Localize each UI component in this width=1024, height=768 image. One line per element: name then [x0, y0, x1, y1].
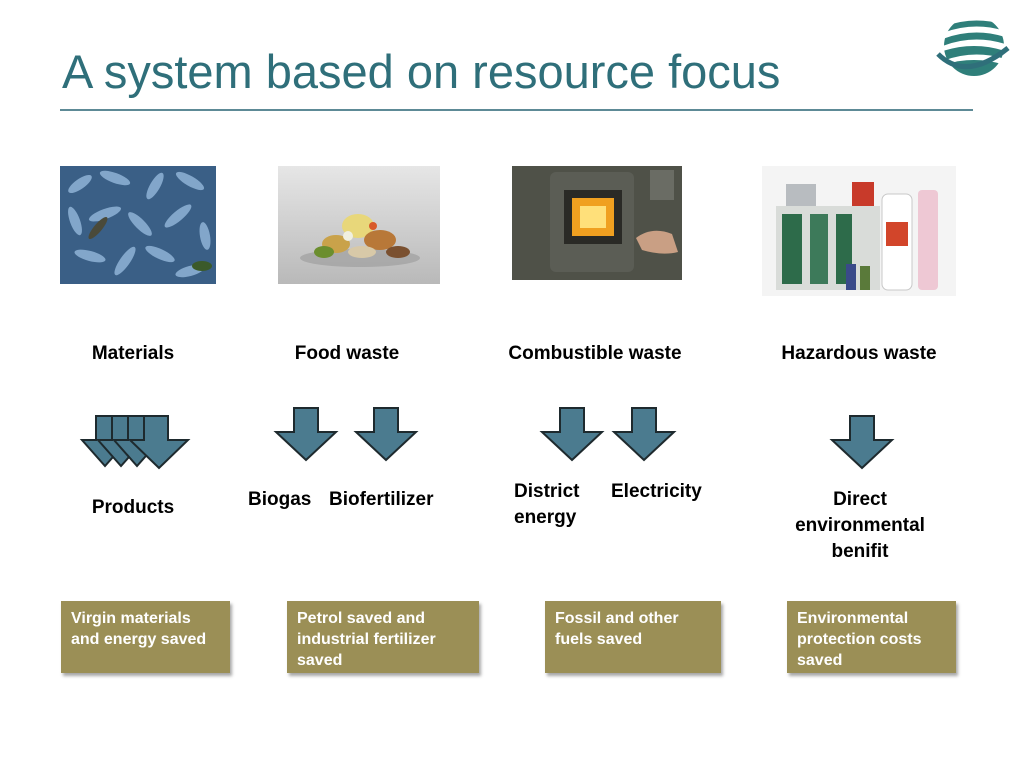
- category-combustible-waste: Combustible waste: [508, 343, 682, 364]
- savings-box-food-waste: Petrol saved and industrial fertilizer s…: [287, 601, 479, 673]
- food-scraps-photo: [278, 166, 440, 284]
- output-biogas: Biogas: [248, 489, 312, 510]
- furnace-photo: [512, 166, 682, 280]
- category-hazardous-waste: Hazardous waste: [781, 343, 937, 364]
- category-materials: Materials: [91, 343, 175, 364]
- savings-box-hazardous-waste: Environmental protection costs saved: [787, 601, 956, 673]
- down-arrow-icon: [539, 407, 605, 462]
- down-arrow-icon: [829, 415, 895, 470]
- page-title: A system based on resource focus: [62, 45, 781, 98]
- category-food-waste: Food waste: [294, 343, 400, 364]
- output-products: Products: [91, 497, 175, 518]
- title-divider: [60, 109, 973, 111]
- output-electricity: Electricity: [611, 481, 702, 502]
- down-arrow-icon: [353, 407, 419, 462]
- wave-globe-logo-icon: [936, 16, 1010, 76]
- output-environmental-benefit: Direct environmental benifit: [795, 489, 925, 562]
- chemical-containers-photo: [762, 166, 956, 296]
- output-district-energy: District energy: [514, 481, 580, 528]
- savings-box-materials: Virgin materials and energy saved: [61, 601, 230, 673]
- down-arrow-icon: [273, 407, 339, 462]
- output-biofertilizer: Biofertilizer: [329, 489, 434, 510]
- savings-box-combustible-waste: Fossil and other fuels saved: [545, 601, 721, 673]
- stacked-down-arrows-icon: [79, 415, 191, 470]
- down-arrow-icon: [611, 407, 677, 462]
- plastic-bottles-photo: [60, 166, 216, 284]
